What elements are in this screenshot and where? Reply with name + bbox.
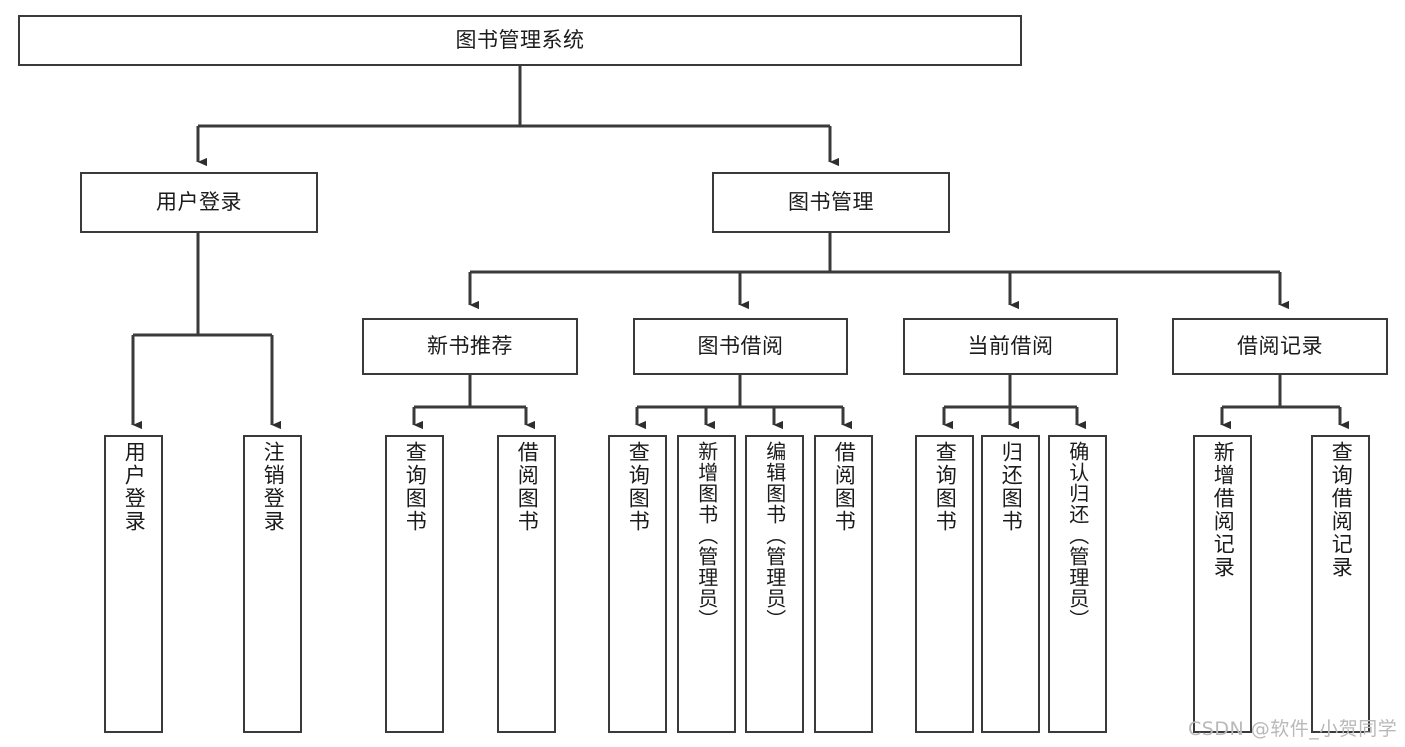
node-leaf-query-book-2[interactable]: 查询图书 xyxy=(608,435,667,733)
node-leaf-query-book-3[interactable]: 查询图书 xyxy=(915,435,974,733)
node-leaf-query-book-2-label: 查询图书 xyxy=(626,441,651,533)
watermark: CSDN @软件_小贺同学 xyxy=(1188,718,1398,740)
node-book-borrow-label: 图书借阅 xyxy=(697,333,784,358)
node-leaf-confirm-return[interactable]: 确认归还（管理员） xyxy=(1048,435,1107,733)
node-leaf-user-login-label: 用户登录 xyxy=(122,441,147,533)
node-leaf-logout-login[interactable]: 注销登录 xyxy=(243,435,302,733)
node-current-borrow-label: 当前借阅 xyxy=(967,333,1054,358)
node-user-login-label: 用户登录 xyxy=(156,189,242,214)
node-user-login[interactable]: 用户登录 xyxy=(80,172,318,233)
node-leaf-logout-login-label: 注销登录 xyxy=(261,441,286,533)
node-book-manage[interactable]: 图书管理 xyxy=(712,172,950,233)
node-leaf-borrow-book-2[interactable]: 借阅图书 xyxy=(814,435,873,733)
node-leaf-return-book-label: 归还图书 xyxy=(999,441,1024,533)
node-root[interactable]: 图书管理系统 xyxy=(18,15,1022,66)
node-book-manage-label: 图书管理 xyxy=(788,189,874,214)
node-leaf-edit-book-label: 编辑图书（管理员） xyxy=(762,441,787,630)
node-leaf-query-record-label: 查询借阅记录 xyxy=(1329,441,1354,579)
node-book-borrow[interactable]: 图书借阅 xyxy=(633,318,848,375)
node-leaf-return-book[interactable]: 归还图书 xyxy=(981,435,1040,733)
node-borrow-record-label: 借阅记录 xyxy=(1237,333,1323,358)
node-leaf-borrow-book-1-label: 借阅图书 xyxy=(515,441,540,533)
node-leaf-borrow-book-1[interactable]: 借阅图书 xyxy=(497,435,556,733)
node-leaf-user-login[interactable]: 用户登录 xyxy=(104,435,163,733)
node-leaf-edit-book[interactable]: 编辑图书（管理员） xyxy=(745,435,804,733)
node-root-label: 图书管理系统 xyxy=(455,27,585,52)
node-new-book-recommend[interactable]: 新书推荐 xyxy=(362,318,578,375)
node-new-book-recommend-label: 新书推荐 xyxy=(427,333,513,358)
node-leaf-add-book[interactable]: 新增图书（管理员） xyxy=(677,435,736,733)
node-leaf-add-record-label: 新增借阅记录 xyxy=(1211,441,1236,579)
node-leaf-borrow-book-2-label: 借阅图书 xyxy=(832,441,857,533)
node-leaf-add-book-label: 新增图书（管理员） xyxy=(694,441,719,630)
node-leaf-query-record[interactable]: 查询借阅记录 xyxy=(1311,435,1370,733)
node-borrow-record[interactable]: 借阅记录 xyxy=(1172,318,1388,375)
node-leaf-query-book-1[interactable]: 查询图书 xyxy=(385,435,444,733)
node-leaf-query-book-1-label: 查询图书 xyxy=(403,441,428,533)
node-leaf-confirm-return-label: 确认归还（管理员） xyxy=(1065,441,1090,630)
node-leaf-query-book-3-label: 查询图书 xyxy=(933,441,958,533)
node-leaf-add-record[interactable]: 新增借阅记录 xyxy=(1193,435,1252,733)
node-current-borrow[interactable]: 当前借阅 xyxy=(903,318,1118,375)
